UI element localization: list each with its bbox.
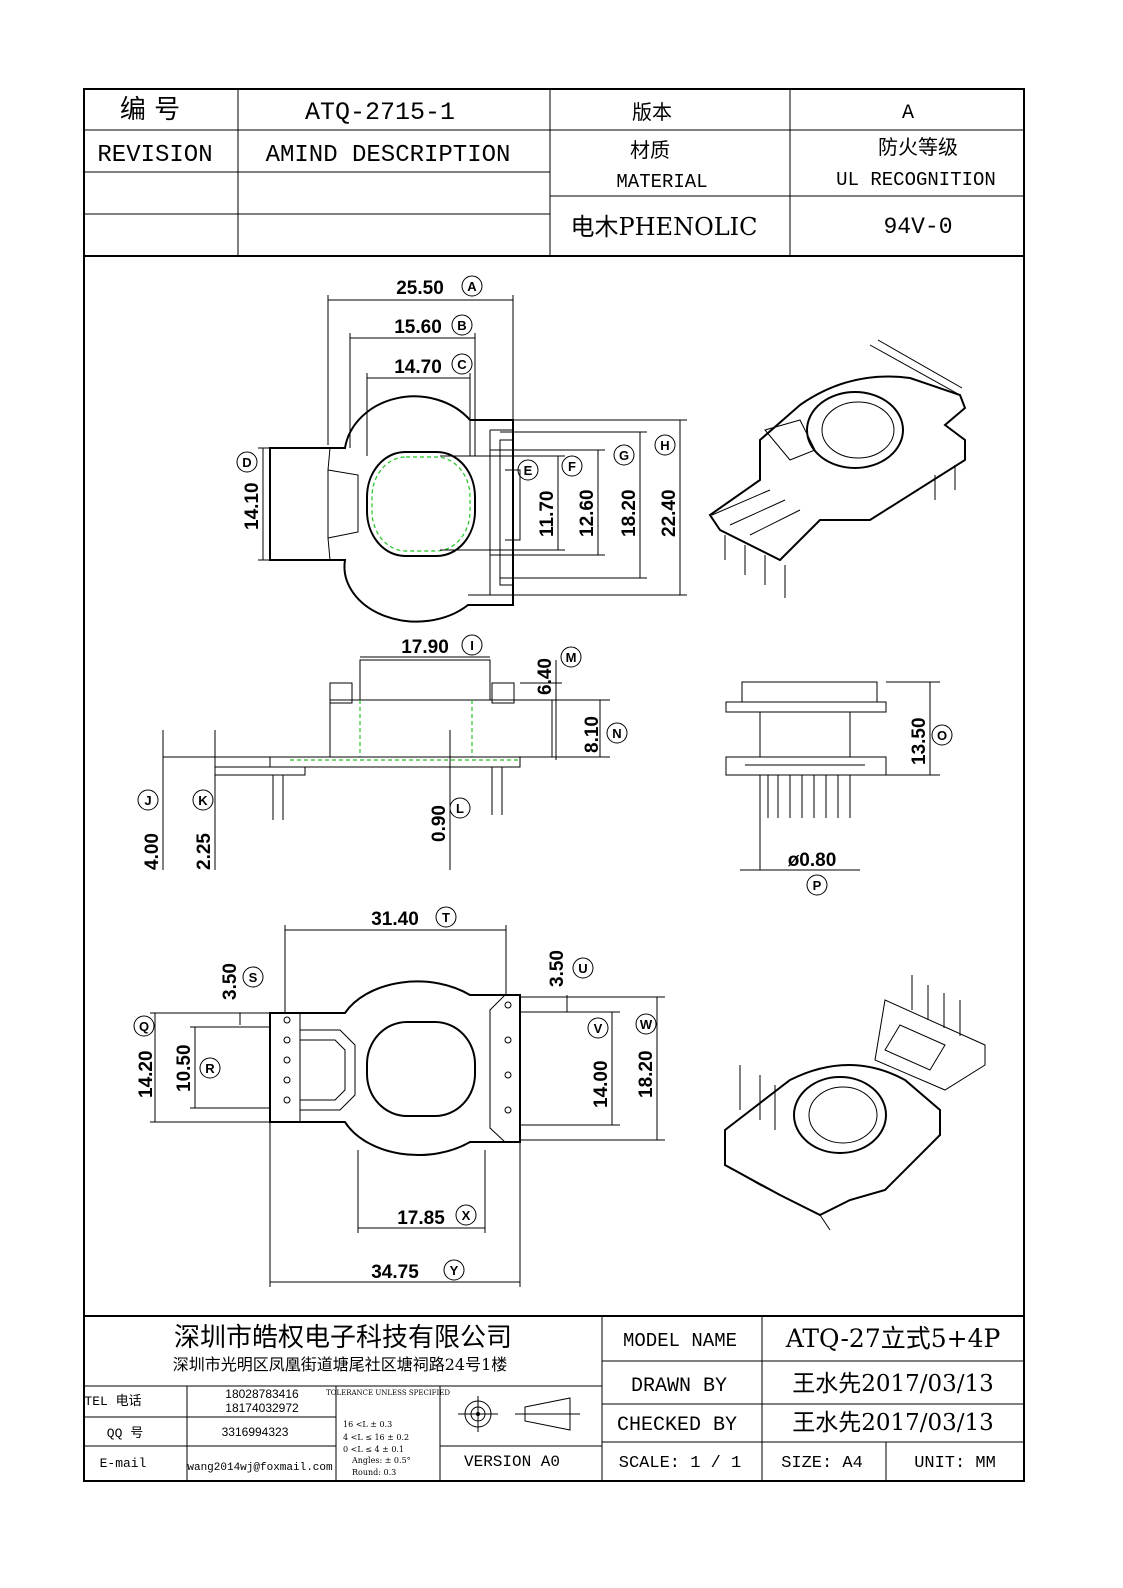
dim-c: 14.70: [394, 357, 442, 378]
dim-o: 13.50: [909, 717, 930, 765]
ul-value: 94V-0: [883, 214, 952, 240]
ul-label-en: UL RECOGNITION: [836, 169, 996, 191]
tolerance-3: 0 <L ≤ 4 ± 0.1: [343, 1445, 404, 1454]
part-no-label: 编 号: [120, 95, 180, 125]
dim-v: 14.00: [591, 1060, 612, 1108]
title-block: 深圳市皓权电子科技有限公司 深圳市光明区凤凰街道塘尾社区塘祠路24号1楼 TEL…: [84, 1315, 1024, 1481]
dim-r: 10.50: [174, 1044, 195, 1092]
dim-y: 34.75: [371, 1262, 419, 1283]
isometric-view-bottom: [724, 975, 986, 1231]
dim-i: 17.90: [401, 637, 449, 658]
material-value: 电木PHENOLIC: [570, 213, 757, 241]
dim-n: 8.10: [582, 716, 603, 753]
svg-text:U: U: [578, 961, 587, 976]
front-view: 13.50 O ø0.80 P: [725, 681, 953, 896]
company-address: 深圳市光明区凤凰街道塘尾社区塘祠路24号1楼: [173, 1355, 508, 1374]
tel-1: 18028783416: [225, 1387, 299, 1401]
dim-f: 12.60: [577, 489, 598, 537]
dim-j: 4.00: [142, 833, 163, 870]
tolerance-2: 4 <L ≤ 16 ± 0.2: [343, 1433, 409, 1442]
ul-label-cn: 防火等级: [878, 135, 958, 159]
svg-text:V: V: [594, 1021, 603, 1036]
version-text: VERSION A0: [464, 1453, 560, 1471]
amind-description-label: AMIND DESCRIPTION: [266, 142, 511, 169]
svg-text:F: F: [568, 459, 576, 474]
drawn-value: 王水先2017/03/13: [792, 1371, 994, 1397]
version-value: A: [902, 102, 914, 125]
header-table: 编 号 ATQ-2715-1 版本 A REVISION AMIND DESCR…: [84, 89, 1024, 257]
tel-label: TEL 电话: [84, 1394, 141, 1409]
svg-text:A: A: [467, 279, 477, 294]
company-name: 深圳市皓权电子科技有限公司: [174, 1323, 512, 1353]
dim-a: 25.50: [396, 278, 444, 299]
tel-2: 18174032972: [225, 1401, 299, 1415]
tolerance-5: Round: 0.3: [352, 1468, 396, 1477]
projection-symbol: [458, 1396, 580, 1432]
top-view: 25.50 A 15.60 B 14.70 C 14.10 D 11.70 E …: [236, 275, 687, 623]
model-label: MODEL NAME: [623, 1330, 737, 1352]
dim-t: 31.40: [371, 909, 419, 930]
svg-text:P: P: [813, 878, 822, 893]
dim-x: 17.85: [397, 1208, 445, 1229]
svg-text:L: L: [456, 801, 464, 816]
tolerance-title: TOLERANCE UNLESS SPECIFIED: [326, 1389, 450, 1397]
material-label-en: MATERIAL: [616, 171, 707, 193]
svg-text:H: H: [660, 438, 669, 453]
dim-h: 22.40: [659, 489, 680, 537]
checked-value: 王水先2017/03/13: [792, 1410, 994, 1436]
svg-text:D: D: [242, 455, 251, 470]
drawn-label: DRAWN BY: [631, 1375, 727, 1398]
dim-d: 14.10: [242, 482, 263, 530]
email-label: E-mail: [100, 1456, 147, 1471]
dim-u: 3.50: [547, 950, 568, 987]
svg-text:W: W: [640, 1017, 653, 1032]
dim-l: 0.90: [429, 805, 450, 842]
dim-q: 14.20: [136, 1050, 157, 1098]
qq-number: 3316994323: [222, 1425, 289, 1439]
svg-text:G: G: [619, 448, 629, 463]
svg-text:K: K: [198, 793, 208, 808]
dim-s: 3.50: [220, 963, 241, 1000]
svg-text:E: E: [524, 463, 533, 478]
svg-text:X: X: [462, 1208, 471, 1223]
dim-w: 18.20: [636, 1050, 657, 1098]
svg-text:T: T: [442, 910, 450, 925]
tolerance-1: 16 <L ± 0.3: [343, 1420, 392, 1429]
part-no: ATQ-2715-1: [305, 98, 455, 127]
version-label: 版本: [632, 100, 672, 124]
sheet-border: [83, 88, 1025, 1482]
dim-p: ø0.80: [788, 850, 837, 871]
scale-text: SCALE: 1 / 1: [619, 1454, 741, 1473]
svg-text:O: O: [937, 728, 947, 743]
size-text: SIZE: A4: [781, 1454, 863, 1473]
svg-text:Q: Q: [139, 1019, 149, 1034]
side-view: 17.90 I 6.40 M 8.10 N 4.00 J 2.25 K 0.90…: [137, 634, 628, 870]
svg-text:I: I: [470, 638, 474, 653]
bottom-view: 31.40 T 3.50 S 3.50 U 14.20 Q 10.50 R 14…: [133, 906, 665, 1287]
svg-text:C: C: [457, 357, 467, 372]
dim-m: 6.40: [535, 658, 556, 695]
svg-text:J: J: [144, 793, 151, 808]
isometric-view-top: [708, 339, 967, 598]
dim-e: 11.70: [537, 491, 558, 538]
tolerance-4: Angles: ± 0.5°: [351, 1456, 411, 1465]
unit-text: UNIT: MM: [914, 1454, 996, 1473]
svg-text:Y: Y: [450, 1263, 459, 1278]
svg-text:M: M: [566, 650, 577, 665]
material-label-cn: 材质: [630, 138, 670, 162]
dim-b: 15.60: [394, 317, 442, 338]
svg-text:B: B: [457, 318, 466, 333]
dim-k: 2.25: [194, 833, 215, 870]
svg-text:S: S: [249, 970, 258, 985]
dim-g: 18.20: [619, 489, 640, 537]
model-value: ATQ-27立式5+4P: [785, 1324, 1001, 1353]
revision-label: REVISION: [97, 142, 212, 169]
qq-label: QQ 号: [107, 1426, 143, 1441]
email-value: wang2014wj@foxmail.com: [187, 1462, 333, 1474]
checked-label: CHECKED BY: [617, 1414, 737, 1437]
svg-text:R: R: [205, 1061, 215, 1076]
svg-text:N: N: [612, 726, 621, 741]
